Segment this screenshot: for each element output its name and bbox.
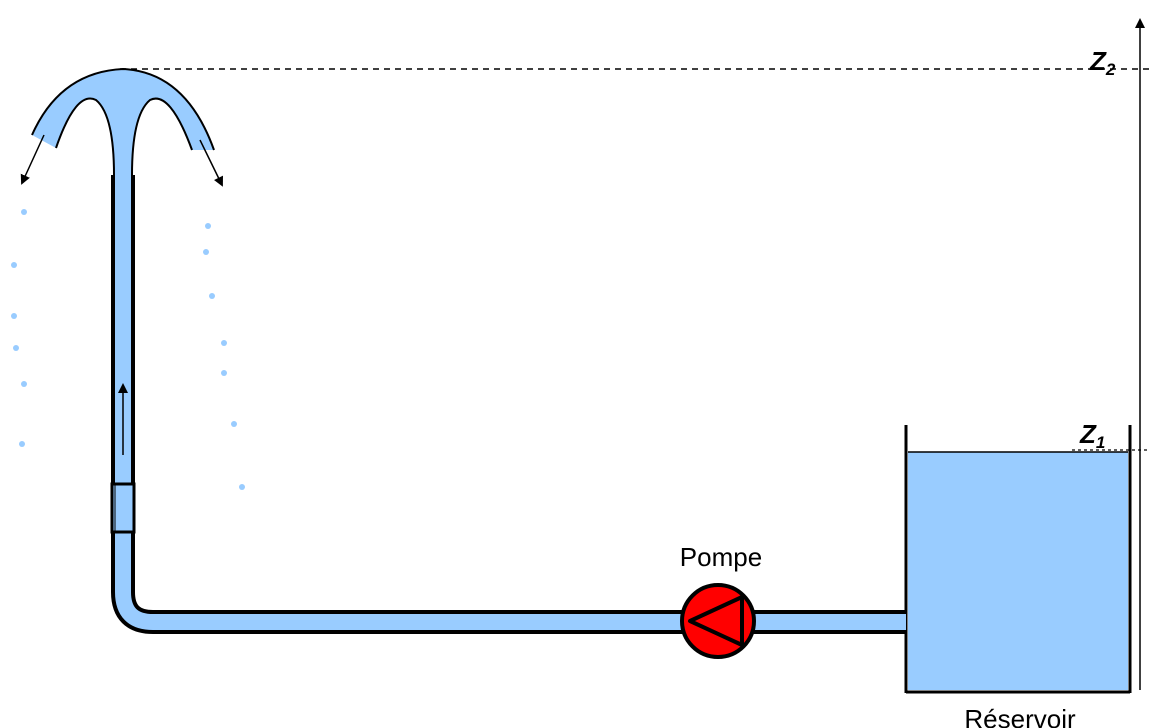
water-droplets [11,209,245,490]
pump-icon [680,583,756,659]
reservoir-water [908,452,1128,690]
z2-label: Z2 [1089,46,1116,79]
pump-label: Pompe [680,542,762,572]
reservoir-label: Réservoir [964,704,1076,728]
reservoir [904,425,1132,694]
pipe [110,175,906,634]
right-spray-arrow [199,139,223,187]
z1-label: Z1 [1079,419,1105,452]
left-spray-arrow [20,134,45,185]
fountain-head [31,67,215,176]
